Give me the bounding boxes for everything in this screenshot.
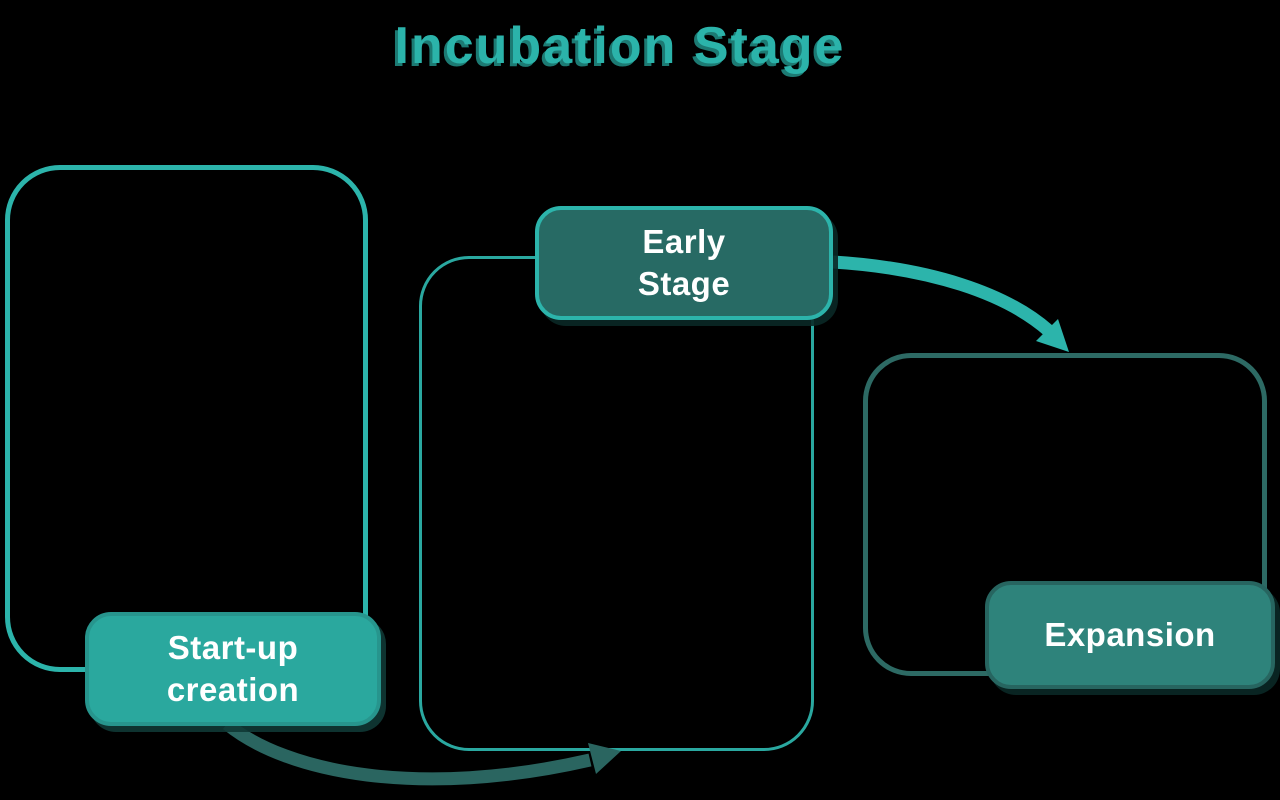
expansion-label-line1: Expansion bbox=[1044, 615, 1216, 653]
early-stage-label-line1: Early bbox=[642, 222, 726, 260]
startup-stage-outline-box bbox=[5, 165, 368, 672]
startup-creation-label-line2: creation bbox=[166, 671, 300, 708]
arrow-early-to-expansion-head bbox=[1036, 319, 1069, 352]
expansion-label: Expansion bbox=[985, 581, 1275, 689]
startup-creation-label-line1: Start-up bbox=[167, 628, 299, 666]
early-stage-label-line2: Stage bbox=[637, 265, 731, 302]
early-stage-outline-box bbox=[419, 256, 814, 751]
diagram-title: Incubation Stage bbox=[394, 17, 846, 75]
startup-creation-label: Start-up creation bbox=[85, 612, 381, 726]
arrow-early-to-expansion-icon bbox=[832, 255, 1069, 352]
arrow-early-to-expansion-shaft bbox=[832, 255, 1054, 336]
early-stage-label: Early Stage bbox=[535, 206, 833, 320]
